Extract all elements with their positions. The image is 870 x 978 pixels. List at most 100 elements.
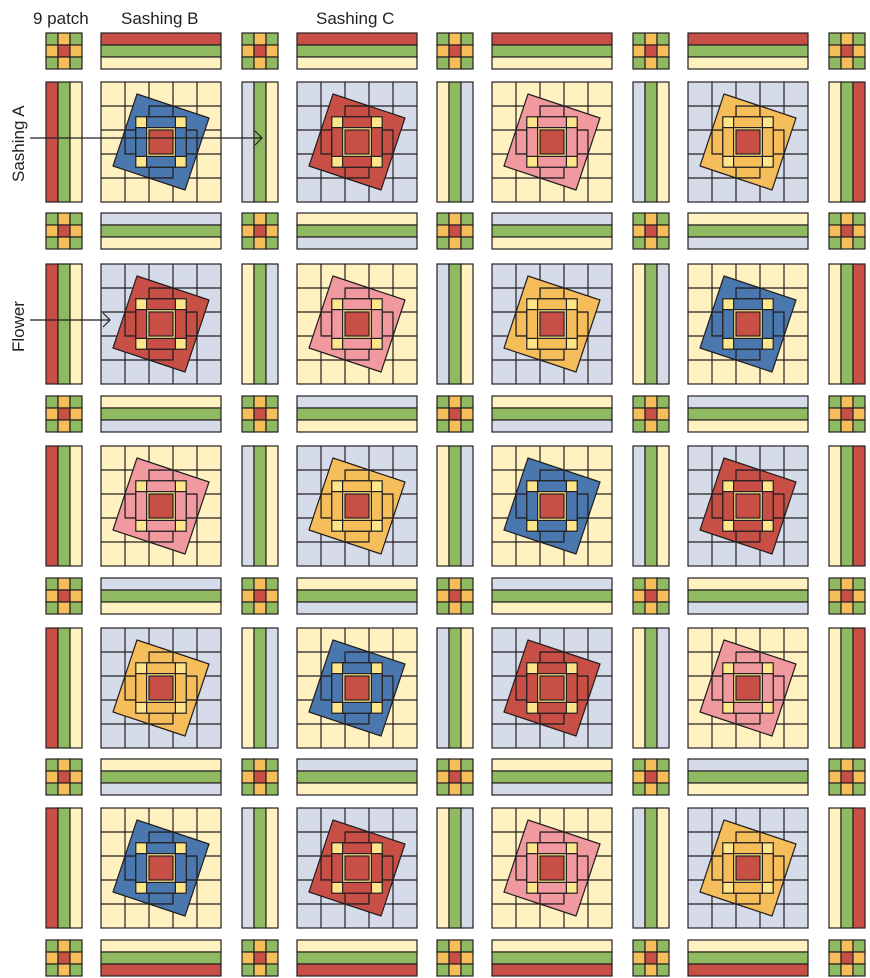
nine-patch-square	[70, 578, 82, 590]
flower-ring-bar	[538, 156, 567, 167]
nine-patch-square	[254, 237, 266, 249]
nine-patch-square	[70, 940, 82, 952]
sashing-strip	[254, 808, 266, 928]
sashing-strip	[688, 952, 808, 964]
sashing-strip	[101, 759, 221, 771]
sashing-strip	[46, 82, 58, 202]
sashing-strip	[688, 237, 808, 249]
nine-patch-square	[242, 237, 254, 249]
horizontal-sashing	[688, 33, 808, 69]
sashing-strip	[101, 952, 221, 964]
flower-ring-bar	[566, 128, 577, 157]
nine-patch-square	[853, 590, 865, 602]
nine-patch-square	[841, 225, 853, 237]
nine-patch-square	[829, 940, 841, 952]
nine-patch-square	[266, 408, 278, 420]
sashing-strip	[101, 396, 221, 408]
nine-patch-square	[242, 783, 254, 795]
nine-patch-square	[449, 45, 461, 57]
nine-patch-square	[633, 396, 645, 408]
sashing-strip	[829, 446, 841, 566]
sashing-b-label: Sashing B	[121, 9, 199, 28]
nine-patch-square	[58, 578, 70, 590]
sashing-strip	[492, 952, 612, 964]
nine-patch-square	[645, 602, 657, 614]
flower-ring-bar	[527, 310, 538, 339]
sashing-strip	[437, 82, 449, 202]
nine-patch-square	[254, 213, 266, 225]
nine-patch-square	[645, 33, 657, 45]
sashing-strip	[829, 808, 841, 928]
nine-patch-block	[829, 396, 865, 432]
sashing-strip	[688, 771, 808, 783]
nine-patch-square	[853, 33, 865, 45]
sashing-strip	[492, 33, 612, 45]
sashing-strip	[101, 408, 221, 420]
nine-patch-square	[254, 964, 266, 976]
nine-patch-block	[46, 396, 82, 432]
nine-patch-block	[437, 33, 473, 69]
nine-patch-square	[437, 771, 449, 783]
flower-ring-bar	[734, 117, 763, 128]
sashing-strip	[633, 808, 645, 928]
sashing-strip	[297, 45, 417, 57]
flower-ring-bar	[538, 117, 567, 128]
nine-patch-block	[633, 213, 669, 249]
nine-patch-square	[829, 225, 841, 237]
sashing-strip	[449, 82, 461, 202]
nine-patch-square	[266, 420, 278, 432]
nine-patch-block	[46, 213, 82, 249]
nine-patch-square	[46, 578, 58, 590]
sashing-strip	[688, 408, 808, 420]
nine-patch-square	[829, 213, 841, 225]
flower-ring-bar	[734, 663, 763, 674]
nine-patch-square	[645, 952, 657, 964]
flower-ring-bar	[147, 702, 176, 713]
sashing-strip	[58, 628, 70, 748]
nine-patch-square	[461, 57, 473, 69]
flower-center	[736, 676, 760, 700]
flower-center	[736, 130, 760, 154]
flower-block	[688, 264, 808, 384]
nine-patch-square	[829, 952, 841, 964]
flower-center	[345, 856, 369, 880]
nine-patch-block	[242, 578, 278, 614]
flower-ring-bar	[343, 156, 372, 167]
nine-patch-square	[853, 940, 865, 952]
nine-patch-block	[437, 940, 473, 976]
nine-patch-square	[657, 602, 669, 614]
nine-patch-square	[46, 602, 58, 614]
nine-patch-square	[657, 952, 669, 964]
nine-patch-square	[46, 237, 58, 249]
vertical-sashing	[46, 446, 82, 566]
flower-block	[297, 264, 417, 384]
nine-patch-square	[657, 590, 669, 602]
nine-patch-square	[853, 420, 865, 432]
nine-patch-square	[633, 771, 645, 783]
horizontal-sashing	[688, 213, 808, 249]
flower-ring-bar	[343, 338, 372, 349]
nine-patch-square	[829, 45, 841, 57]
horizontal-sashing	[297, 940, 417, 976]
nine-patch-block	[633, 578, 669, 614]
sashing-strip	[829, 82, 841, 202]
nine-patch-square	[254, 420, 266, 432]
nine-patch-square	[657, 964, 669, 976]
nine-patch-square	[449, 225, 461, 237]
nine-patch-square	[242, 952, 254, 964]
nine-patch-square	[449, 396, 461, 408]
sashing-strip	[297, 783, 417, 795]
sashing-strip	[266, 264, 278, 384]
nine-patch-square	[461, 964, 473, 976]
flower-ring-bar	[566, 674, 577, 703]
nine-patch-square	[449, 783, 461, 795]
sashing-strip	[242, 808, 254, 928]
nine-patch-square	[242, 602, 254, 614]
nine-patch-square	[242, 408, 254, 420]
flower-ring-bar	[343, 481, 372, 492]
flower-ring-bar	[538, 843, 567, 854]
nine-patch-square	[841, 213, 853, 225]
nine-patch-square	[70, 408, 82, 420]
flower-ring-bar	[147, 882, 176, 893]
